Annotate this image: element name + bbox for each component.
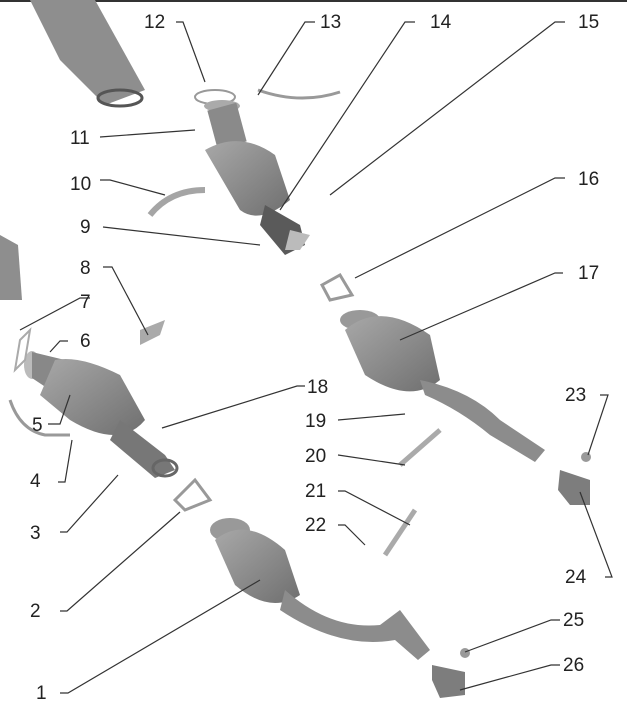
callout-11: 11 — [70, 128, 90, 149]
callout-21: 21 — [305, 481, 327, 502]
bracket-8 — [140, 320, 165, 345]
oxygen-sensor-lower — [8, 399, 70, 437]
bracket-upper — [147, 187, 206, 217]
catalytic-converter-5 — [24, 351, 179, 478]
callout-7: 7 — [80, 292, 91, 313]
callout-9: 9 — [80, 217, 91, 238]
hanger-24 — [558, 470, 590, 505]
callout-15: 15 — [578, 12, 600, 33]
gasket-16 — [319, 272, 355, 302]
callout-6: 6 — [80, 331, 91, 352]
catalytic-converter-upper — [194, 89, 310, 255]
callout-4: 4 — [30, 471, 41, 492]
support-20 — [398, 428, 442, 467]
callout-1: 1 — [36, 683, 47, 704]
nut-25 — [460, 648, 470, 658]
nut-23 — [581, 452, 591, 462]
callout-20: 20 — [305, 446, 327, 467]
callout-14: 14 — [430, 12, 452, 33]
catalytic-converter-17 — [340, 310, 545, 462]
callout-17: 17 — [578, 263, 600, 284]
leader-lines — [19, 21, 613, 694]
callout-18: 18 — [307, 377, 329, 398]
hanger-26 — [432, 665, 465, 698]
callout-22: 22 — [305, 515, 327, 536]
callout-8: 8 — [80, 258, 91, 279]
callout-24: 24 — [565, 567, 587, 588]
callout-23: 23 — [565, 385, 587, 406]
callout-3: 3 — [30, 523, 41, 544]
callout-2: 2 — [30, 601, 41, 622]
support-21 — [382, 508, 418, 557]
callout-16: 16 — [578, 169, 600, 190]
callout-5: 5 — [32, 415, 43, 436]
gasket-7 — [13, 327, 32, 373]
callout-10: 10 — [70, 174, 92, 195]
gasket-2 — [172, 477, 213, 512]
callout-26: 26 — [563, 655, 585, 676]
callout-19: 19 — [305, 411, 327, 432]
oxygen-sensor-upper — [257, 88, 341, 100]
catalytic-converter-1 — [210, 518, 430, 660]
callout-13: 13 — [320, 12, 342, 33]
exhaust-manifold-upper — [30, 0, 145, 108]
exhaust-manifold-lower — [0, 235, 22, 300]
callout-25: 25 — [563, 610, 585, 631]
callout-12: 12 — [144, 12, 166, 33]
